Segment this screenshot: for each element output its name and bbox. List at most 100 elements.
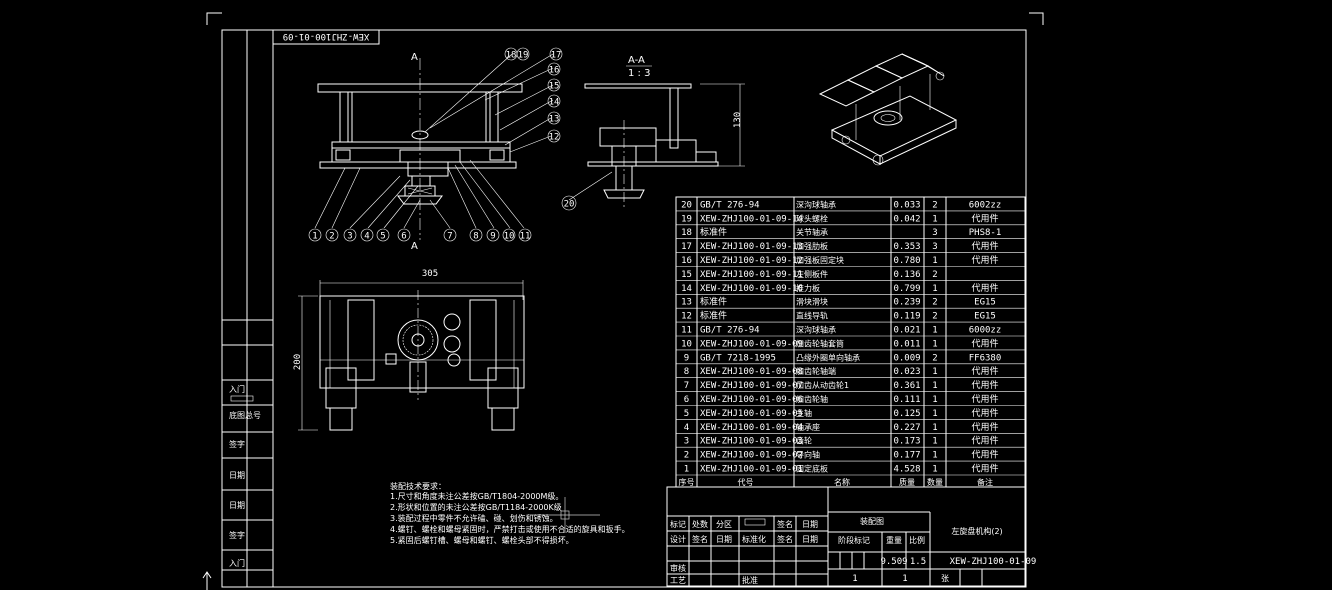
bom-cell-weight: 0.009 [893,353,920,363]
bom-cell-code: XEW-ZHJ100-01-09-11 [700,270,803,280]
bom-header-no: 序号 [679,477,695,487]
bom-cell-no: 11 [681,326,692,336]
bom-cell-name: 加强板固定块 [796,255,844,265]
bom-cell-no: 10 [681,339,692,349]
bom-cell-code: XEW-ZHJ100-01-09-13 [700,242,803,252]
bom-cell-qty: 2 [932,270,937,280]
cursor-crosshair [530,497,600,533]
bom-cell-code: XEW-ZHJ100-01-09-08 [700,367,803,377]
section-view: A-A 1 : 3 130 20 [561,55,745,211]
bom-header-weight: 质量 [899,477,915,487]
svg-text:8: 8 [473,232,478,242]
svg-text:18: 18 [506,51,517,61]
svg-text:10: 10 [504,232,515,242]
bom-cell-code: XEW-ZHJ100-01-09-01 [700,465,803,475]
bom-cell-note: EG15 [974,298,996,308]
bom-cell-qty: 1 [932,451,937,461]
bom-cell-code: XEW-ZHJ100-01-09-02 [700,451,803,461]
bom-cell-qty: 1 [932,465,937,475]
tb-count: 处数 [692,519,708,529]
tb-check: 审核 [670,563,686,573]
svg-text:16: 16 [549,66,560,76]
bom-cell-code: XEW-ZHJ100-01-09-04 [700,423,803,433]
front-view: A A [317,52,523,252]
tb-drawing-code: XEW-ZHJ100-01-09 [950,557,1037,567]
iso-view [818,53,958,166]
bom-cell-weight: 0.042 [893,214,920,224]
bom-cell-code: XEW-ZHJ100-01-09-05 [700,409,803,419]
bom-header-note: 备注 [977,477,993,487]
strip-label-4: 日期 [229,471,245,480]
bom-cell-note: 代用件 [971,421,998,433]
strip-label-3: 签字 [229,439,245,449]
bom-cell-code: XEW-ZHJ100-01-09-12 [700,256,803,266]
bom-cell-qty: 3 [932,228,937,238]
bom-cell-no: 4 [684,423,689,433]
bom-cell-qty: 2 [932,312,937,322]
strip-label-5: 日期 [229,501,245,510]
dim-width: 305 [422,269,438,279]
tb-scale: 1.5 [910,557,926,567]
bom-cell-code: GB/T 276-94 [700,200,760,210]
bom-cell-qty: 1 [932,214,937,224]
strip-label-6: 签字 [229,530,245,540]
bom-cell-qty: 3 [932,242,937,252]
bom-cell-no: 20 [681,200,692,210]
bom-cell-name: 齿轮 [796,436,812,446]
bom-cell-qty: 1 [932,284,937,294]
bom-cell-name: 加齿轮轴套筒 [796,338,844,348]
bom-cell-note: 代用件 [971,365,998,377]
title-block-text: 标记 处数 分区 签名 日期 设计 签名 日期 标准化 签名 日期 审核 工艺 … [670,516,1036,585]
tb-date-3: 日期 [802,535,818,544]
balloon-8: 8 [469,228,483,242]
tb-weight-label: 重量 [886,535,902,545]
tb-sheet-label: 张 [941,574,949,583]
bom-cell-weight: 0.361 [893,381,920,391]
balloon-12: 12 [547,129,561,143]
bom-cell-name: 球头螺栓 [796,213,828,223]
bom-cell-name: 凸缘外圈单向轴承 [796,352,860,362]
bom-cell-qty: 1 [932,395,937,405]
bom-cell-name: 固定底板 [796,464,828,474]
bom-cell-note: 代用件 [971,407,998,419]
bom-cell-weight: 0.125 [893,409,920,419]
front-leaders [314,53,554,229]
bom-cell-code: XEW-ZHJ100-01-09-09 [700,339,803,349]
left-strip [222,30,273,587]
bom-cell-note: PHS8-1 [969,228,1002,238]
balloon-2: 2 [325,228,339,242]
svg-text:7: 7 [447,232,452,242]
bom-cell-qty: 2 [932,200,937,210]
bom-cell-code: XEW-ZHJ100-01-09-03 [700,437,803,447]
svg-text:20: 20 [564,200,575,210]
bom-header: 序号 代号 名称 质量 数量 备注 [679,477,994,487]
code-box [272,29,380,45]
bom-grid [675,196,1026,488]
bom-cell-weight: 4.528 [893,465,920,475]
bom-cell-name: 主轴 [796,408,812,418]
bom-cell-weight: 0.011 [893,339,920,349]
bom-cell-name: 加强肋板 [796,241,828,251]
tb-sign: 签名 [777,519,793,529]
bom-cell-weight: 0.173 [893,437,920,447]
bom-cell-code: XEW-ZHJ100-01-09-06 [700,395,803,405]
bom-cell-qty: 2 [932,353,937,363]
section-mark-bottom: A [411,241,418,252]
bom-cell-qty: 1 [932,409,937,419]
bom-cell-no: 18 [681,228,692,238]
sheet-corner-marks [206,12,1044,25]
bom-cell-name: 左侧板件 [796,269,828,279]
section-title: A-A [628,55,645,66]
bom-cell-qty: 2 [932,298,937,308]
inner-border [272,29,1027,588]
bom-cell-no: 15 [681,270,692,280]
balloon-6: 6 [397,228,411,242]
svg-text:4: 4 [364,232,369,242]
tb-stage-mark: 阶段标记 [838,535,870,545]
bom-header-code: 代号 [738,477,754,487]
bom-cell-qty: 1 [932,381,937,391]
balloon-3: 3 [343,228,357,242]
tb-mark: 标记 [670,519,686,529]
bom-header-name: 名称 [834,477,850,487]
